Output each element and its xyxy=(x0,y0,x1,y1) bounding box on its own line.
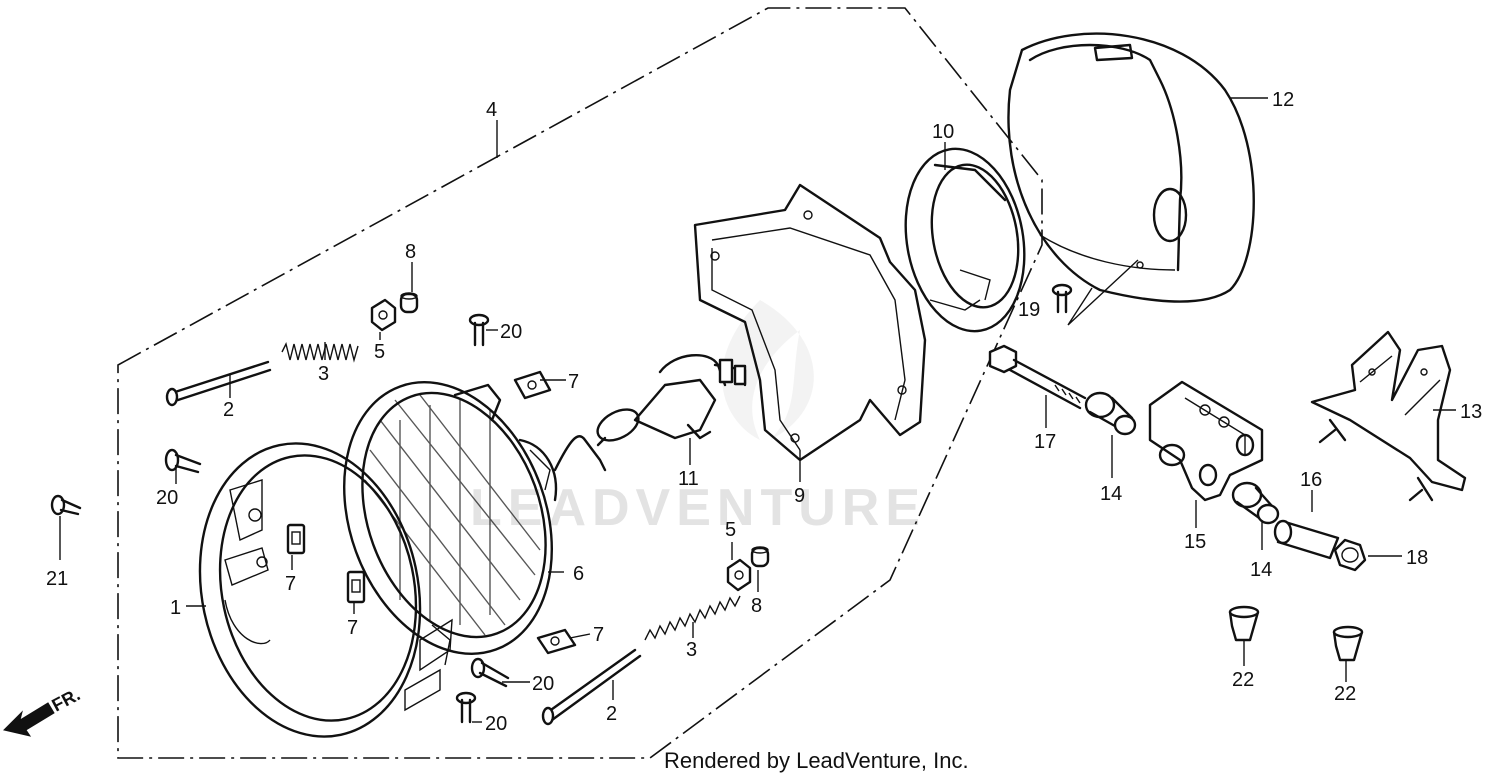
callout-14-upper: 14 xyxy=(1100,483,1122,505)
spring-upper[interactable] xyxy=(281,341,359,363)
headlight-bracket[interactable] xyxy=(693,183,927,462)
grommet-22-left[interactable] xyxy=(1228,605,1260,642)
callout-9: 9 xyxy=(794,485,805,507)
headlight-stay[interactable] xyxy=(1148,380,1264,502)
screw-20-bottom[interactable] xyxy=(455,691,477,724)
screw-19[interactable] xyxy=(1051,283,1073,314)
callout-5-upper: 5 xyxy=(374,341,385,363)
dust-cover[interactable] xyxy=(892,139,1038,340)
callout-11: 11 xyxy=(678,468,699,490)
collar-8-lower[interactable] xyxy=(750,546,770,568)
adjusting-screw-upper[interactable] xyxy=(165,360,272,407)
headlight-lens-unit[interactable] xyxy=(308,353,607,683)
callout-8-upper: 8 xyxy=(405,241,416,263)
callout-15: 15 xyxy=(1184,531,1206,553)
callout-4: 4 xyxy=(486,99,497,121)
callout-2-lower: 2 xyxy=(606,703,617,725)
callouts: 4 8 5 3 2 20 7 20 1 7 7 6 7 20 20 2 3 5 … xyxy=(46,89,1482,735)
callout-20-top: 20 xyxy=(500,321,522,343)
clip-7-rim-lower[interactable] xyxy=(346,570,366,604)
front-arrow-icon xyxy=(3,702,55,737)
mounting-bolt[interactable] xyxy=(988,344,1087,410)
front-direction-indicator: FR. xyxy=(3,684,83,737)
screw-20-bottom-right[interactable] xyxy=(470,657,510,688)
callout-3-lower: 3 xyxy=(686,639,697,661)
leader-lines xyxy=(59,97,1456,723)
callout-8-lower: 8 xyxy=(751,595,762,617)
callout-7-lower: 7 xyxy=(593,624,604,646)
callout-18: 18 xyxy=(1406,547,1428,569)
callout-10: 10 xyxy=(932,121,954,143)
screw-21[interactable] xyxy=(50,494,82,516)
clip-7-lower[interactable] xyxy=(536,628,577,655)
watermark-logo xyxy=(722,300,814,440)
callout-2-upper: 2 xyxy=(223,399,234,421)
callout-13: 13 xyxy=(1460,401,1482,423)
callout-5-lower: 5 xyxy=(725,519,736,541)
grommet-22-right[interactable] xyxy=(1332,625,1364,662)
adjusting-screw-lower[interactable] xyxy=(541,648,642,726)
assembly-4-boundary xyxy=(117,7,1043,759)
clip-7-upper[interactable] xyxy=(513,370,552,400)
callout-19: 19 xyxy=(1018,299,1040,321)
nut-5-lower[interactable] xyxy=(726,558,752,592)
callout-7-upper: 7 xyxy=(568,371,579,393)
screw-20-top[interactable] xyxy=(468,313,490,347)
headlight-bulb[interactable] xyxy=(592,353,747,447)
callout-21: 21 xyxy=(46,568,68,590)
callout-20-left: 20 xyxy=(156,487,178,509)
callout-22-left: 22 xyxy=(1232,669,1254,691)
grommet-14-upper[interactable] xyxy=(1084,391,1137,436)
headlight-rim[interactable] xyxy=(174,423,453,757)
callout-7-rim-upper: 7 xyxy=(285,573,296,595)
callout-17: 17 xyxy=(1034,431,1056,453)
headlight-case[interactable] xyxy=(1007,32,1255,303)
collar-8-upper[interactable] xyxy=(399,292,419,314)
front-label: FR. xyxy=(48,684,83,715)
spring-lower[interactable] xyxy=(644,595,741,641)
callout-22-right: 22 xyxy=(1334,683,1356,705)
collar-16[interactable] xyxy=(1273,519,1340,560)
callout-16: 16 xyxy=(1300,469,1322,491)
headlight-stay-bracket[interactable] xyxy=(1310,330,1467,502)
callout-20-bottom-right: 20 xyxy=(532,673,554,695)
clip-7-rim-upper[interactable] xyxy=(286,523,306,555)
callout-14-lower: 14 xyxy=(1250,559,1272,581)
callout-1: 1 xyxy=(170,597,181,619)
nut-18[interactable] xyxy=(1333,538,1367,572)
callout-20-bottom: 20 xyxy=(485,713,507,735)
nut-5-upper[interactable] xyxy=(370,298,397,332)
credit-text: Rendered by LeadVenture, Inc. xyxy=(664,748,969,773)
callout-6: 6 xyxy=(573,563,584,585)
grommet-14-lower[interactable] xyxy=(1231,481,1280,525)
callout-7-rim-lower: 7 xyxy=(347,617,358,639)
screw-20-left[interactable] xyxy=(164,448,202,474)
callout-3-upper: 3 xyxy=(318,363,329,385)
callout-12: 12 xyxy=(1272,89,1294,111)
